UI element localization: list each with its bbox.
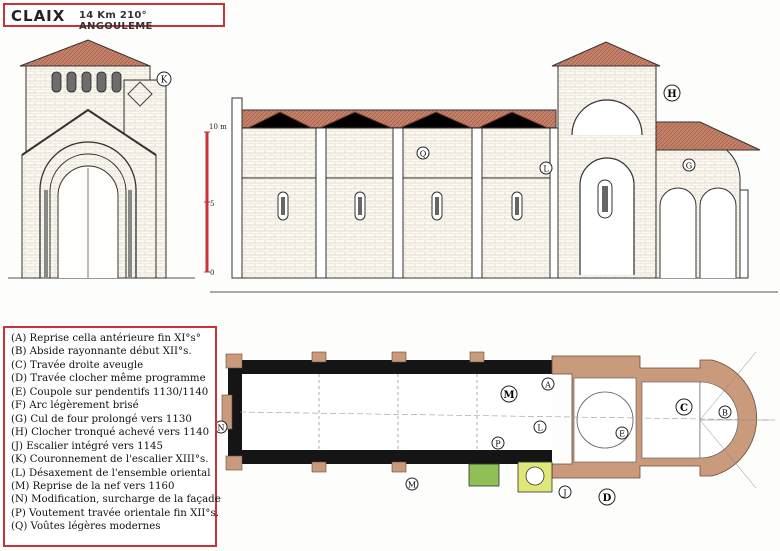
longitudinal-section: Q L H G [210,41,778,293]
legend-box: (A) Reprise cella antérieure fin XI°s° (… [3,326,221,547]
legend-item-e: (E) Coupole sur pendentifs 1130/1140 [11,386,209,398]
marker-p-text: P [495,440,501,449]
legend-item-h: (H) Clocher tronqué achevé vers 1140 [11,427,210,439]
legend-item-q: (Q) Voûtes légères modernes [11,521,161,533]
west-wall [228,360,242,464]
marker-d [598,488,616,506]
marker-c [675,398,693,416]
marker-g [682,158,696,172]
scale-bar: 10 m 5 0 [204,123,227,277]
marker-h [663,84,681,102]
marker-k-text: K [161,76,168,86]
legend-item-g: (G) Cul de four prolongé vers 1130 [11,413,192,425]
dome-circle [576,391,634,449]
marker-l-plan-text: L [537,424,543,433]
marker-m-big-text: M [503,390,514,401]
scale-bottom-label: 0 [210,269,214,277]
nave-windows [277,191,523,221]
legend-item-l: (L) Désaxement de l'ensemble oriental [11,467,211,479]
marker-q [416,146,430,160]
marker-a-text: A [544,381,551,390]
legend-item-n: (N) Modification, surcharge de la façade [11,494,221,506]
legend-item-a: (A) Reprise cella antérieure fin XI°s° [11,333,201,344]
scale-top-label: 10 m [209,123,227,131]
marker-j-text: J [562,489,566,498]
legend-item-k: (K) Couronnement de l'escalier XIII°s. [11,454,209,466]
legend-item-d: (D) Travée clocher même programme [11,373,206,385]
nave-south-wall [228,450,552,464]
green-addition [468,463,500,487]
marker-n-text: N [218,424,225,433]
marker-l-elev-text: L [543,165,549,174]
marker-e-text: E [619,430,625,439]
marker-g-text: G [686,162,692,171]
legend-item-b: (B) Abside rayonnante début XII°s. [11,346,192,358]
marker-m-big [500,385,518,403]
site-title: CLAIX [11,7,66,25]
legend-item-m: (M) Reprise de la nef vers 1160 [11,480,175,492]
tower-roof [19,39,151,67]
belfry-windows [51,71,122,93]
marker-j [558,485,572,499]
legend-item-c: (C) Travée droite aveugle [11,359,144,371]
buttresses [221,351,485,473]
marker-p [491,436,505,450]
title-box: CLAIX 14 Km 210° ANGOULEME [3,3,225,32]
legend-item-j: (J) Escalier intégré vers 1145 [11,440,164,452]
crossing-bay [573,377,637,463]
marker-e [615,426,629,440]
site-subtitle: 14 Km 210° ANGOULEME [79,10,153,32]
marker-l-elev [539,161,553,175]
marker-h-text: H [667,89,676,100]
portal-outer-arch [39,141,137,278]
marker-m-small [405,477,419,491]
marker-k [156,71,172,87]
marker-l-plan [533,420,547,434]
nave-north-wall [228,360,552,374]
legend-item-p: (P) Voutement travée orientale fin XII°s… [11,507,219,519]
roof-trusses [247,111,549,129]
west-facade-elevation: K [8,39,195,279]
marker-q-text: Q [420,150,427,159]
marker-b-text: B [722,409,728,418]
marker-c-text: C [680,403,688,414]
legend-list: (A) Reprise cella antérieure fin XI°s° (… [11,332,221,534]
marker-d-text: D [603,493,612,504]
nave-pilasters [315,127,561,279]
bay-lines [318,374,478,450]
scale-mid-label: 5 [210,200,214,208]
marker-b [718,405,732,419]
marker-m-small-text: M [408,481,416,490]
marker-a [541,377,555,391]
axis-line [239,411,771,421]
dome [571,99,643,136]
ground-plan: M A L E C B D J M P N [214,351,775,506]
legend-item-f: (F) Arc légèrement brisé [11,400,139,412]
